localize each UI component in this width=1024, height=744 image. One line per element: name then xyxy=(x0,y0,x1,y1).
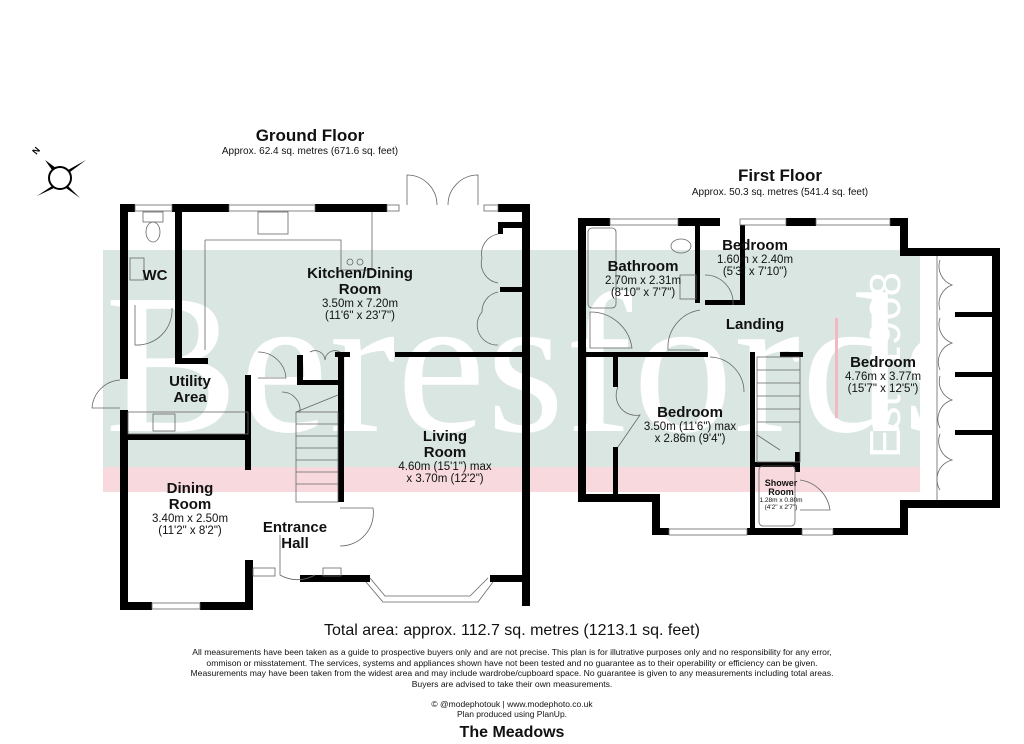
ground-floor-area: Approx. 62.4 sq. metres (671.6 sq. feet) xyxy=(221,146,399,157)
first-floor-title: First Floor xyxy=(737,166,823,185)
room-bathroom: Bathroom 2.70m x 2.31m (8'10" x 7'7") xyxy=(604,258,682,299)
room-wc: WC xyxy=(142,267,168,284)
ground-floor-fixtures xyxy=(91,174,499,610)
room-utility-area: Utility Area xyxy=(169,373,211,406)
watermark-band-pink xyxy=(103,467,920,492)
total-area: Total area: approx. 112.7 sq. metres (12… xyxy=(324,622,700,639)
room-bedroom-main: Bedroom 4.76m x 3.77m (15'7" x 12'5") xyxy=(844,354,922,395)
watermark-divider xyxy=(835,318,838,418)
wardrobe-dividers xyxy=(955,312,995,435)
first-floor-fixtures xyxy=(587,218,954,536)
ground-floor-title: Ground Floor xyxy=(255,126,365,145)
property-name: The Meadows xyxy=(459,724,565,741)
compass-rose-icon: N xyxy=(30,145,86,198)
room-living: Living Room 4.60m (15'1") max x 3.70m (1… xyxy=(398,428,492,485)
room-shower: Shower Room 1.28m x 0.80m (4'2" x 2'7") xyxy=(759,478,803,511)
credit-line-1: © @modephotouk | www.modephoto.co.uk xyxy=(431,699,593,709)
room-kitchen-dining: Kitchen/Dining Room 3.50m x 7.20m (11'6"… xyxy=(307,265,413,322)
room-bedroom-small: Bedroom 1.60m x 2.40m (5'3" x 7'10") xyxy=(716,237,794,278)
room-dining: Dining Room 3.40m x 2.50m (11'2" x 8'2") xyxy=(151,480,229,537)
room-landing: Landing xyxy=(725,316,785,333)
svg-text:N: N xyxy=(30,145,42,156)
credit: © @modephotouk | www.modephoto.co.uk Pla… xyxy=(0,699,1024,719)
credit-line-2: Plan produced using PlanUp. xyxy=(456,709,568,719)
first-floor-area: Approx. 50.3 sq. metres (541.4 sq. feet) xyxy=(691,187,869,198)
room-bedroom-third: Bedroom 3.50m (11'6") max x 2.86m (9'4") xyxy=(643,404,737,445)
watermark-band-green xyxy=(103,250,920,467)
room-entrance-hall: Entrance Hall xyxy=(262,519,328,552)
disclaimer: All measurements have been taken as a gu… xyxy=(190,647,834,689)
